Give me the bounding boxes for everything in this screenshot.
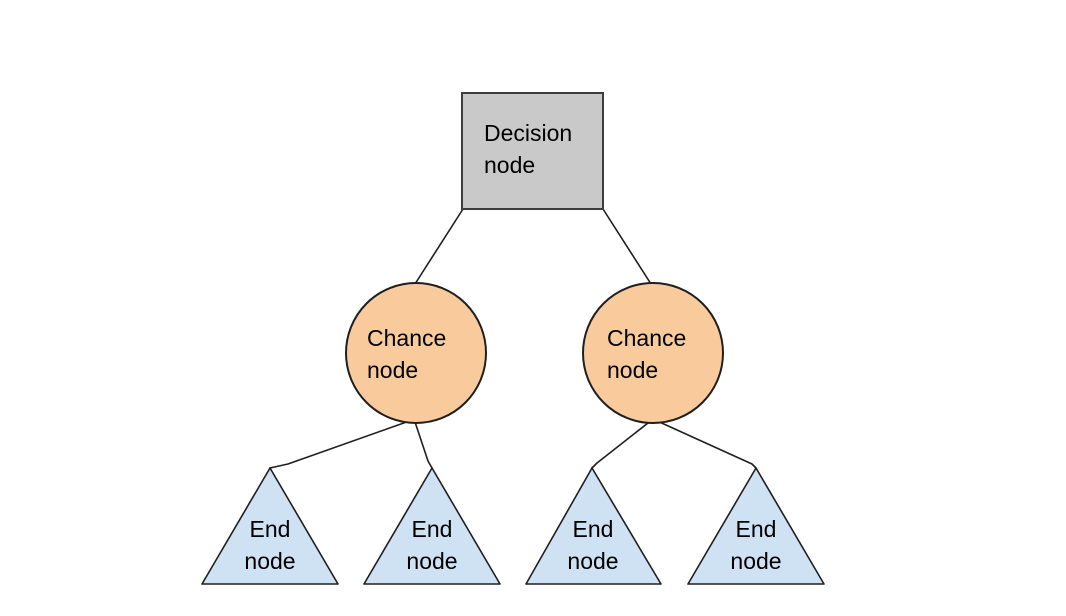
end-node-4-shape [687,467,825,585]
end-node-3-label-line2: node [567,548,619,574]
end-node-2-label-line1: End [411,516,453,542]
chance-node-left-label-line1: Chance [367,325,447,351]
decision-node-label-line1: Decision [484,120,573,146]
chance-node-right-label-line2: node [607,357,659,383]
chance-node-right-label-line1: Chance [607,325,687,351]
end-node-1-shape [201,467,339,585]
chance-node-left-label: Chance node [367,322,446,386]
connector-decision-to-chance-left [414,208,464,285]
connector-chance-right-to-end-4 [643,414,757,469]
connector-chance-right-to-end-3 [591,411,663,469]
chance-node-right-shape [582,282,724,424]
end-node-3-label: End node [533,513,653,577]
connector-chance-left-to-end-1 [269,418,416,469]
end-node-4-label-line2: node [730,548,782,574]
connector-chance-left-to-end-2 [413,418,433,469]
decision-node-shape [461,92,604,210]
decision-node-label-line2: node [484,152,536,178]
end-node-1-label-line2: node [244,548,296,574]
connector-decision-to-chance-right [602,208,652,285]
end-node-4-label: End node [696,513,816,577]
end-node-3-shape [525,467,662,585]
end-node-4-label-line1: End [735,516,777,542]
end-node-1-label-line1: End [249,516,291,542]
end-node-3-label-line1: End [572,516,614,542]
end-node-1-label: End node [210,513,330,577]
chance-node-right-label: Chance node [607,322,686,386]
decision-node-label: Decision node [484,117,572,181]
end-node-2-label-line2: node [406,548,458,574]
end-node-2-label: End node [372,513,492,577]
chance-node-left-shape [345,282,487,424]
chance-node-left-label-line2: node [367,357,419,383]
end-node-2-shape [363,467,501,585]
